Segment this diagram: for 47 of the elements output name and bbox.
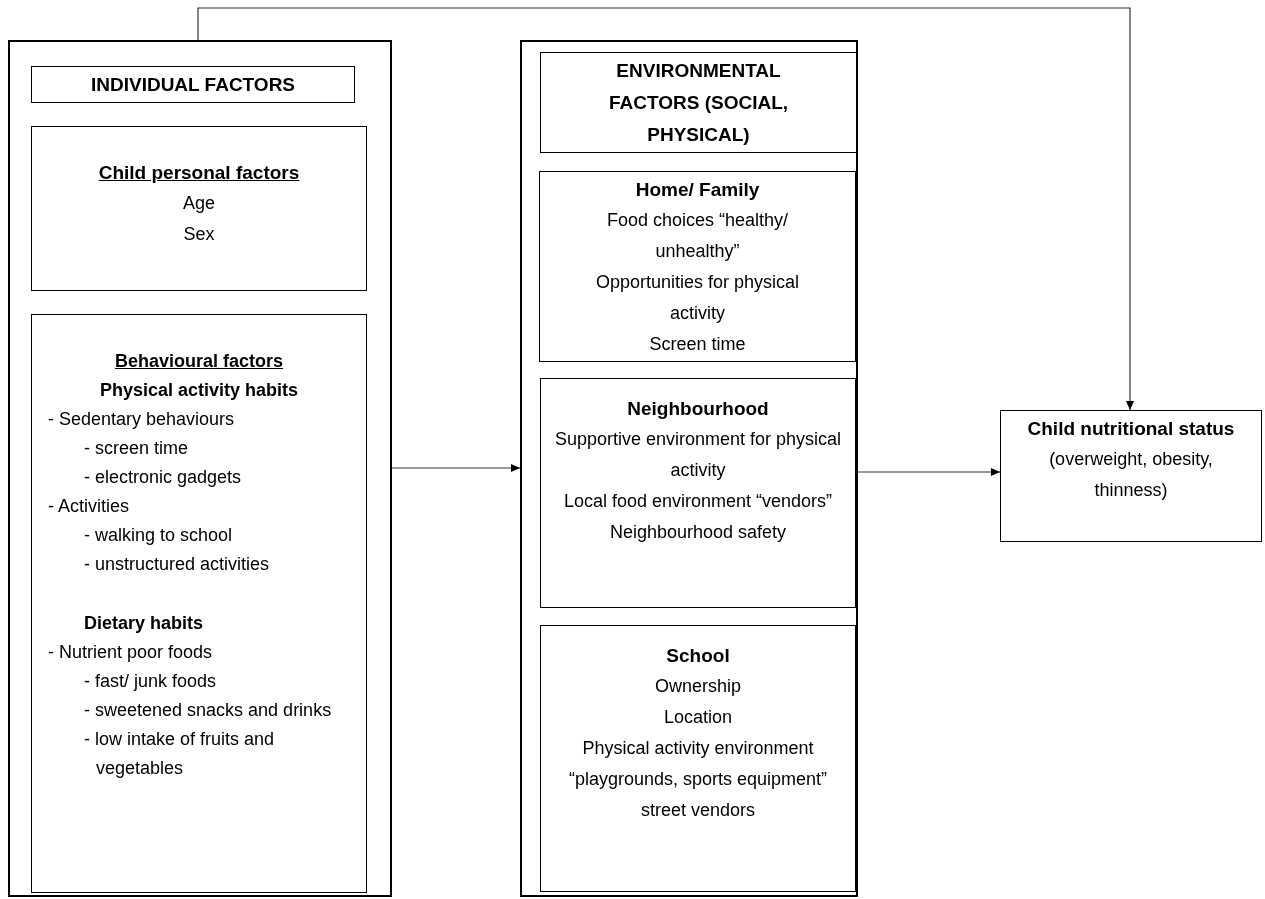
arrow [197, 7, 1134, 411]
box-text: Opportunities for physical activity [594, 271, 801, 325]
box-text: (overweight, obesity, thinness) [1048, 448, 1214, 502]
box-text: Screen time [648, 333, 747, 356]
list-item: - sweetened snacks and drinks [83, 699, 333, 722]
box-title: ENVIRONMENTAL FACTORS (SOCIAL, PHYSICAL) [607, 58, 790, 147]
list-item: - screen time [83, 437, 190, 460]
box-heading: Child personal factors [97, 161, 301, 185]
box-title: INDIVIDUAL FACTORS [90, 72, 296, 97]
arrow [857, 468, 1001, 476]
factor-box [540, 378, 856, 608]
box-text: Age [182, 192, 216, 215]
section-heading: Dietary habits [83, 612, 205, 635]
list-item: - Nutrient poor foods [47, 641, 214, 664]
arrow [391, 464, 521, 472]
box-text: Location [662, 706, 734, 729]
group-box [520, 40, 858, 897]
factor-box [31, 126, 367, 291]
box-heading: Neighbourhood [626, 397, 770, 421]
group-box [8, 40, 392, 897]
factor-box [31, 314, 367, 893]
list-item: - Sedentary behaviours [47, 408, 236, 431]
title-box [31, 66, 355, 103]
box-text: Neighbourhood safety [608, 521, 788, 544]
box-text: “playgrounds, sports equipment” [567, 768, 829, 791]
section-heading: Behavioural factors [113, 350, 285, 373]
factor-box [1000, 410, 1262, 542]
box-heading: School [665, 644, 731, 668]
list-item: - walking to school [83, 524, 234, 547]
box-text: Food choices “healthy/ unhealthy” [605, 209, 790, 263]
list-item: - Activities [47, 495, 131, 518]
list-item: - fast/ junk foods [83, 670, 218, 693]
list-item: - unstructured activities [83, 553, 271, 576]
box-text: Supportive environment for physical activity [553, 428, 843, 482]
box-heading: Child nutritional status [1026, 417, 1236, 441]
list-item: - electronic gadgets [83, 466, 243, 489]
box-heading: Home/ Family [634, 178, 761, 202]
list-item: - low intake of fruits and vegetables [83, 728, 276, 780]
factor-box [540, 625, 856, 892]
box-text: Local food environment “vendors” [562, 490, 834, 513]
factor-box [539, 171, 856, 362]
box-text: Physical activity environment [581, 737, 815, 760]
box-text: Ownership [653, 675, 742, 698]
box-text: street vendors [639, 799, 757, 822]
section-heading: Physical activity habits [98, 379, 300, 402]
title-box [540, 52, 857, 153]
box-text: Sex [182, 223, 216, 246]
